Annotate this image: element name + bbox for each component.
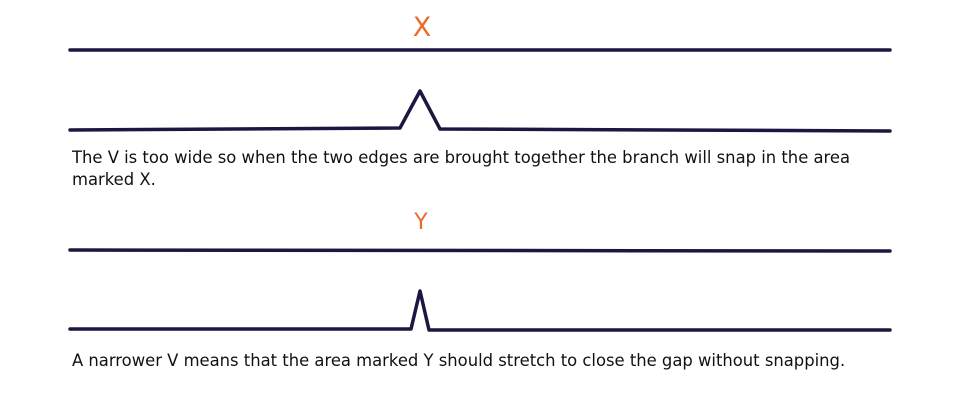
top-edge-line [68,248,892,253]
narrow-v-panel [68,248,892,332]
wide-v-notch-line [68,89,892,133]
wide-v-panel [68,48,892,133]
marker-y-label: Y [414,210,428,235]
narrow-v-caption: A narrower V means that the area marked … [72,351,846,370]
wide-v-caption: The V is too wide so when the two edges … [72,148,851,189]
marker-x-label: X [412,12,432,43]
narrow-v-notch-line [68,289,892,332]
